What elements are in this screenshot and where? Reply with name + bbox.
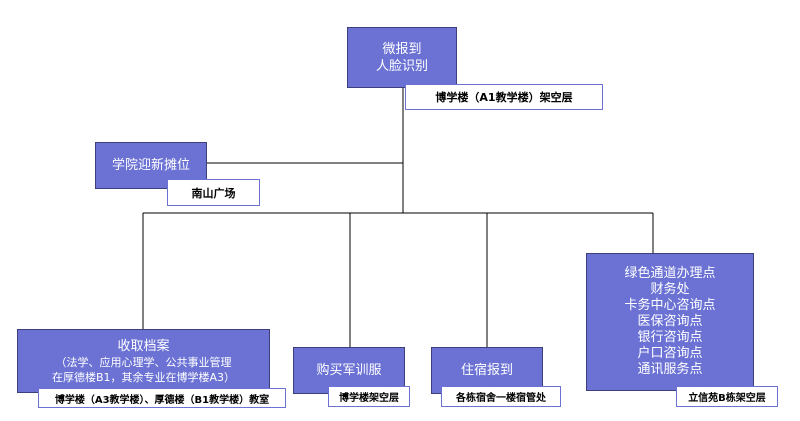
face-recognition-line-2: 人脸识别 <box>375 58 428 74</box>
services-node: 绿色通道办理点 财务处 卡务中心咨询点 医保咨询点 银行咨询点 户口咨询点 通讯… <box>586 253 754 391</box>
services-item-6: 户口咨询点 <box>637 346 703 361</box>
archives-note-line-1: （法学、应用心理学、公共事业管理 <box>55 355 232 369</box>
services-item-1: 绿色通道办理点 <box>624 266 716 281</box>
services-item-2: 财务处 <box>650 282 690 297</box>
dorm-location-tag: 各栋宿舍一楼宿管处 <box>441 386 561 407</box>
services-item-7: 通讯服务点 <box>637 362 703 377</box>
college-booth-location-tag: 南山广场 <box>167 179 260 206</box>
services-item-5: 银行咨询点 <box>637 330 703 345</box>
uniform-label: 购买军训服 <box>316 363 382 378</box>
services-item-4: 医保咨询点 <box>637 314 703 329</box>
dorm-check-in-label: 住宿报到 <box>460 363 513 378</box>
archives-title: 收取档案 <box>117 338 170 354</box>
uniform-location-tag: 博学楼架空层 <box>328 386 410 407</box>
archives-node: 收取档案 （法学、应用心理学、公共事业管理 在厚德楼B1，其余专业在博学楼A3） <box>17 329 270 393</box>
services-item-3: 卡务中心咨询点 <box>624 298 716 313</box>
face-recognition-line-1: 微报到 <box>382 41 422 57</box>
archives-note-line-2: 在厚德楼B1，其余专业在博学楼A3） <box>51 370 236 384</box>
services-location-tag: 立信苑B栋架空层 <box>676 386 778 407</box>
college-booth-label: 学院迎新摊位 <box>111 158 190 173</box>
face-recognition-node: 微报到 人脸识别 <box>347 27 457 88</box>
face-recognition-location-tag: 博学楼（A1教学楼）架空层 <box>405 84 603 110</box>
archives-location-tag: 博学楼（A3教学楼）、厚德楼（B1教学楼）教室 <box>38 388 286 408</box>
